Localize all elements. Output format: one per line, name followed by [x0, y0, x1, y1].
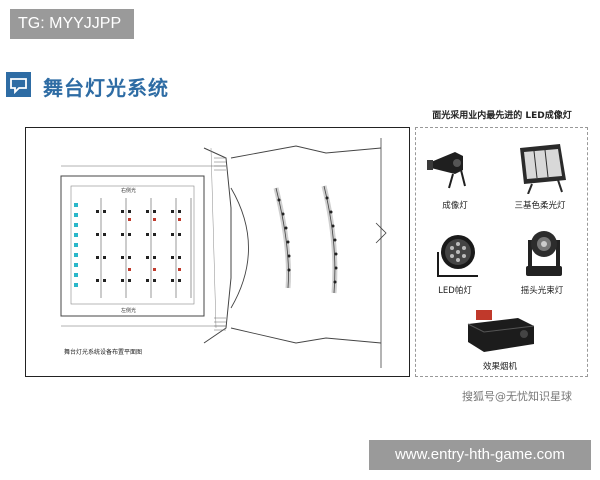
- section-chat-icon: [6, 72, 31, 97]
- led-par-icon: [437, 235, 478, 277]
- section-title: 舞台灯光系统: [43, 76, 169, 100]
- item-label: LED帕灯: [438, 286, 472, 296]
- url-banner[interactable]: www.entry-hth-game.com: [369, 440, 591, 470]
- equipment-panel: [415, 127, 588, 377]
- profile-spot-icon: [427, 152, 466, 189]
- item-label: 成像灯: [442, 201, 468, 211]
- equipment-panel-title: 面光采用业内最先进的 LED成像灯: [432, 111, 572, 121]
- tg-badge: TG: MYYJJPP: [10, 9, 134, 39]
- right-side-light-label: 右侧光: [121, 187, 136, 194]
- item-label: 三基色柔光灯: [514, 201, 566, 211]
- stage-floor-plan: 右侧光 左侧光 舞台灯光系统设备布置平面图: [25, 127, 410, 377]
- plan-caption: 舞台灯光系统设备布置平面图: [64, 349, 143, 356]
- fog-machine-icon: [467, 310, 535, 352]
- watermark-text: 搜狐号@无忧知识星球: [462, 390, 572, 403]
- item-label: 摇头光束灯: [520, 286, 564, 296]
- item-label: 效果烟机: [482, 362, 517, 372]
- left-side-light-label: 左侧光: [121, 307, 136, 314]
- softlight-icon: [520, 144, 566, 194]
- moving-head-icon: [526, 231, 562, 276]
